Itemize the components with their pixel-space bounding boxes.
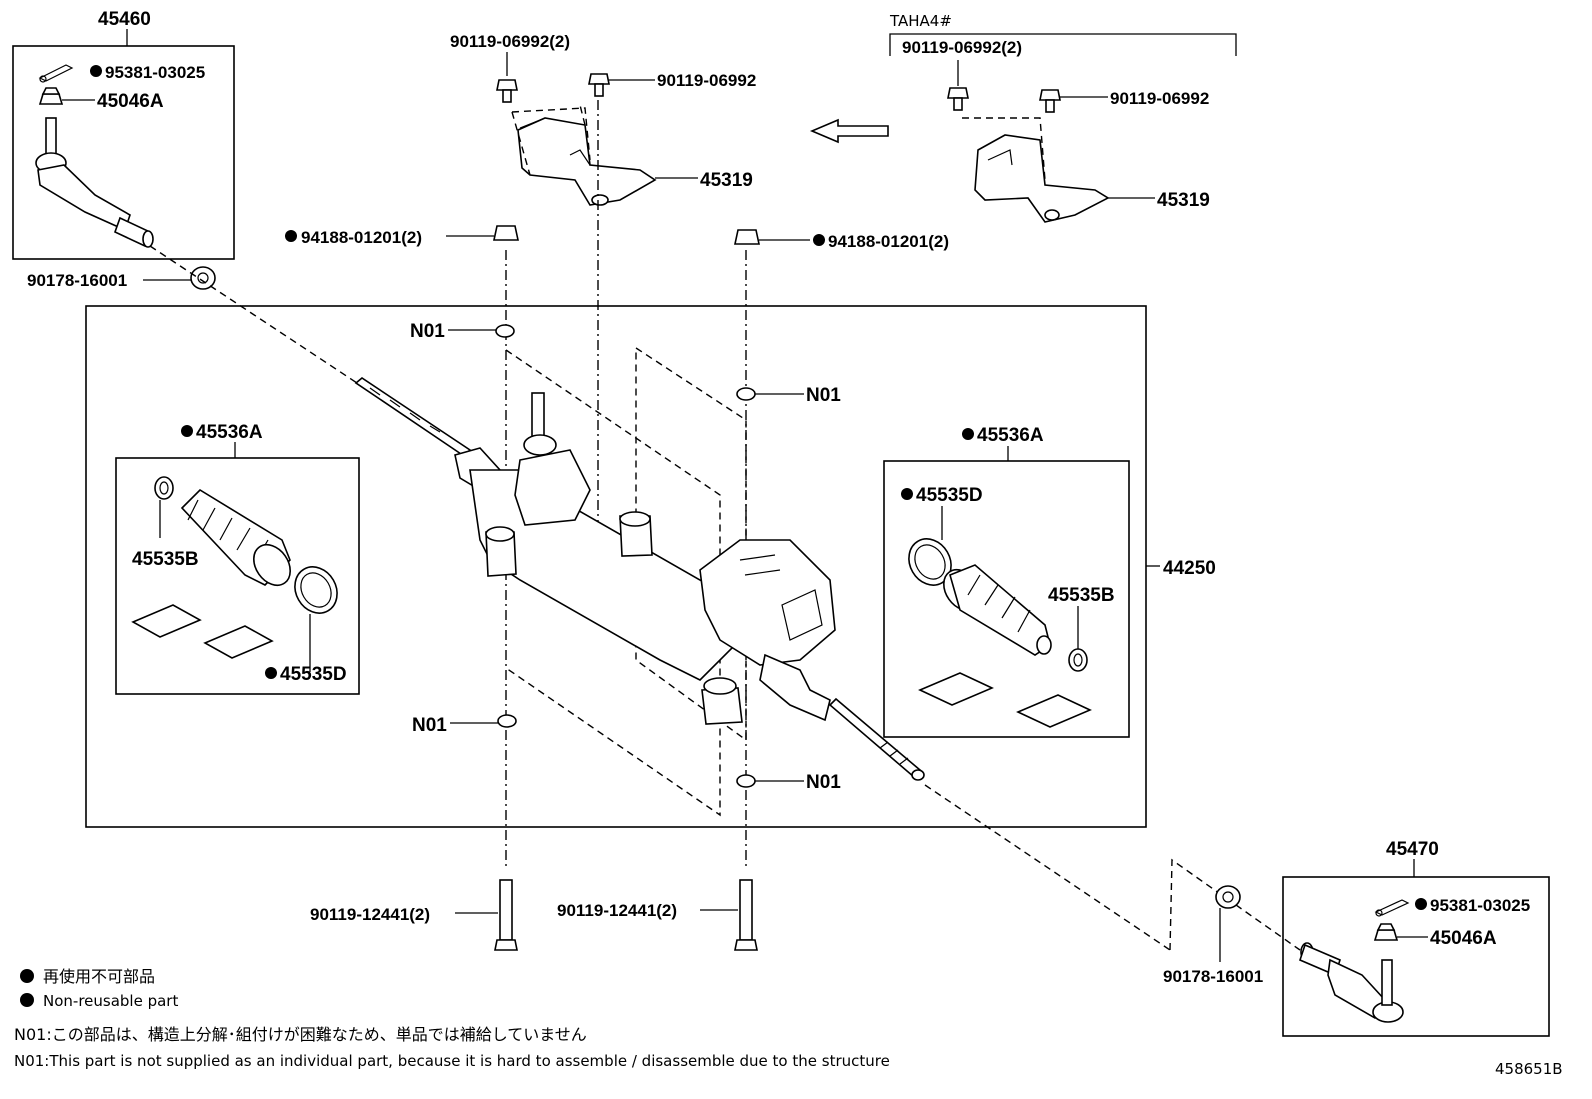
cotter-pin-icon [38,64,74,83]
boot-clamp-small-right-icon [1068,648,1088,672]
part-number-44250: 44250 [1163,558,1216,579]
boot-clamp-large-right-icon [908,538,952,586]
non-reusable-dot-icon [265,667,277,679]
n01-label-top-left: N01 [410,321,445,342]
variant-part-number-45319: 45319 [1157,190,1210,211]
variant-bracket-45319-icon [974,134,1110,223]
part-number-90119-06992-2: 90119-06992(2) [450,32,570,51]
boot-clamp-small-left-icon [154,476,174,500]
non-reusable-dot-icon [20,969,34,983]
n01-label-top-right: N01 [806,385,841,406]
steering-boot-right-icon [943,564,1052,656]
non-reusable-dot-icon [962,428,974,440]
tie-rod-end-right-icon [1299,942,1404,1023]
part-number-94188-right: 94188-01201(2) [828,232,949,251]
non-reusable-dot-icon [901,488,913,500]
boot-kit-left-box [115,457,360,695]
grease-packet-right-icon [918,672,1092,728]
tie-rod-end-left-box [12,45,235,260]
non-reusable-dot-icon [1415,898,1427,910]
non-reusable-dot-icon [90,65,102,77]
n01-collar-bottom-left-icon [497,714,517,728]
part-number-45046A-left: 45046A [97,91,164,112]
boot-clamp-large-left-icon [294,566,338,614]
cotter-pin-right-icon [1374,899,1410,917]
variant-part-number-90119-06992-2: 90119-06992(2) [902,38,1022,57]
mount-bolt-left-icon [494,879,518,951]
grease-packet-icon [131,604,274,659]
n01-collar-bottom-right-icon [736,774,756,788]
part-number-94188-left: 94188-01201(2) [301,228,422,247]
flange-nut-right-icon [734,229,760,245]
part-number-90119-06992: 90119-06992 [657,71,756,90]
n01-collar-top-left-icon [495,324,515,338]
steering-boot-left-icon [180,488,291,587]
direction-arrow-icon [809,118,889,144]
part-number-45535B-left: 45535B [132,549,199,570]
lock-nut-left-icon [190,266,216,290]
part-number-90178-left: 90178-16001 [27,271,127,290]
tie-rod-end-left-group: 45460 95381-03025 45046A [12,9,235,260]
part-number-45460: 45460 [98,9,151,30]
mount-bolt-right-icon [734,879,758,951]
part-number-45319: 45319 [700,170,753,191]
lock-nut-right-icon [1215,885,1241,909]
non-reusable-dot-icon [181,425,193,437]
legend-label-en: Non-reusable part [43,992,178,1010]
variant-bolt-right-icon [1039,89,1061,113]
legend-label-jp: 再使用不可部品 [43,967,155,986]
bracket-45319-icon [517,104,657,206]
part-number-90119-12441-right: 90119-12441(2) [557,901,677,920]
part-number-90119-12441-left: 90119-12441(2) [310,905,430,924]
tie-rod-end-left-icon [35,117,154,248]
castle-nut-right-icon [1373,923,1399,941]
part-number-45470: 45470 [1386,839,1439,860]
bolt-top-left-icon [496,79,518,103]
variant-part-number-90119-06992: 90119-06992 [1110,89,1209,108]
diagram-id: 458651B [1495,1060,1563,1078]
n01-collar-top-right-icon [736,387,756,401]
variant-bolt-left-icon [947,87,969,111]
flange-nut-left-icon [493,225,519,241]
part-number-45536A-right: 45536A [977,425,1044,446]
part-number-45535B-right: 45535B [1048,585,1115,606]
steering-rack-assembly-icon [354,377,925,781]
part-number-45046A-right: 45046A [1430,928,1497,949]
variant-code-label: TAHA4# [889,12,952,30]
part-number-45535D-right: 45535D [916,485,983,506]
n01-label-bottom-right: N01 [806,772,841,793]
part-number-95381-left: 95381-03025 [105,63,205,82]
note-n01-en: N01:This part is not supplied as an indi… [14,1052,890,1070]
bolt-top-right-icon [588,73,610,97]
note-n01-jp: N01:この部品は、構造上分解･組付けが困難なため、単品では補給していません [14,1025,587,1044]
castle-nut-icon [38,87,64,105]
part-number-45536A-left: 45536A [196,422,263,443]
tie-rod-end-right-box [1282,876,1550,1037]
n01-label-bottom-left: N01 [412,715,447,736]
non-reusable-dot-icon [20,993,34,1007]
part-number-95381-right: 95381-03025 [1430,896,1530,915]
part-number-45535D-left: 45535D [280,664,347,685]
part-number-90178-right: 90178-16001 [1163,967,1263,986]
boot-kit-right-box [883,460,1130,738]
non-reusable-dot-icon [813,234,825,246]
non-reusable-dot-icon [285,230,297,242]
